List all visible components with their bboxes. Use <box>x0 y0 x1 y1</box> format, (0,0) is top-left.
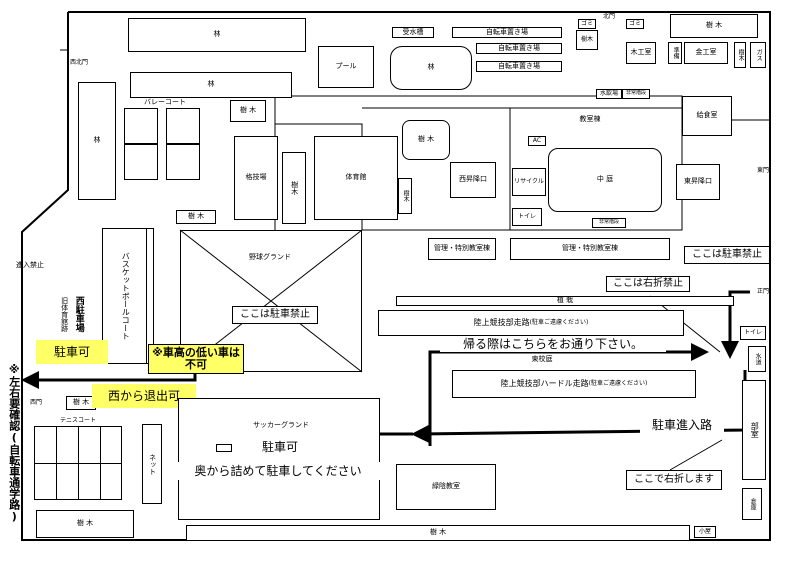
recycle: リサイクル <box>512 168 546 196</box>
ac-room: AC <box>528 136 546 146</box>
toilet: トイレ <box>512 208 542 226</box>
right-turn-here: ここで右折します <box>626 470 722 490</box>
bike-parking-3: 自転車置き場 <box>476 61 562 72</box>
left-side-note: ※左右要確認(自転車通学路) <box>7 363 21 523</box>
north-west-gate-label: 西北門 <box>69 58 88 66</box>
parking-marker <box>216 444 232 452</box>
hut: 小屋 <box>694 526 716 538</box>
volleyball-court-3 <box>166 108 200 144</box>
water-tank: 受水槽 <box>392 27 434 38</box>
waterworks: 水飲場 <box>596 89 622 99</box>
metalwork-room: 金工室 <box>684 42 728 64</box>
dojo: 格技場 <box>234 136 278 220</box>
trees-baseball: 樹 木 <box>176 210 216 224</box>
net: ネット <box>142 424 162 504</box>
trees-gym: 樹 木 <box>230 100 266 122</box>
east-gate-label: 東門 <box>756 166 769 174</box>
emergency-stairs-north: 非常階段 <box>622 89 650 99</box>
trees-east-small: 樹木 <box>734 42 746 68</box>
north-gate-label: 北門 <box>602 12 615 20</box>
baseball-ground <box>180 230 362 372</box>
volleyball-court-2 <box>124 144 158 180</box>
trees-south-west: 樹 木 <box>36 510 134 538</box>
trees-west: 樹 木 <box>66 396 96 410</box>
courtyard: 中 庭 <box>548 148 662 212</box>
baseball-label: 野球グランド <box>240 252 300 264</box>
trees-court: 樹 木 <box>402 120 450 160</box>
east-main-gate-label: 正門 <box>756 287 769 295</box>
trees-south: 樹 木 <box>186 525 690 541</box>
admin-building-2: 管理・特別教室棟 <box>510 238 670 260</box>
no-right-turn: ここは右折禁止 <box>606 276 690 292</box>
woodwork-room: 木工室 <box>626 42 656 64</box>
entry-route: 駐車進入路 <box>640 416 724 434</box>
track: 陸上競技部走路 (駐車ご遠慮ください) <box>378 310 684 336</box>
volleyball-court-4 <box>166 144 200 180</box>
west-gate-label: 西門 <box>29 398 42 406</box>
parking-ok-west: 駐車可 <box>36 340 108 364</box>
bike-parking-2: 自転車置き場 <box>476 43 562 54</box>
west-stairs: 西昇降口 <box>450 162 496 198</box>
trees-north-east: 樹 木 <box>670 14 758 38</box>
forest-left: 林 <box>78 82 116 200</box>
forest-upper: 林 <box>130 72 292 98</box>
old-gym-site: 旧体育館跡 <box>60 296 69 332</box>
storage: 倉庫 <box>742 488 762 520</box>
no-parking-east: ここは駐車禁止 <box>684 246 770 264</box>
hurdle-label: 陸上競技部ハードル走路 <box>500 378 589 388</box>
track-note: (駐車ご遠慮ください) <box>529 318 589 326</box>
waterworks-east: 水道 <box>748 346 766 372</box>
west-parking-label: 西駐車場 <box>73 296 84 332</box>
volleyball-label: バレーコート <box>144 98 186 107</box>
hurdle-track: 陸上競技部ハードル走路 (駐車ご遠慮ください) <box>452 370 696 398</box>
kitchen: 給食室 <box>682 96 732 136</box>
classroom-building: 教室棟 <box>579 115 601 124</box>
prep-room: 準備 <box>668 42 682 64</box>
pool-forest: 林 <box>390 46 472 90</box>
track-label: 陸上競技部走路 <box>473 317 530 327</box>
trees-north-small: 樹木 <box>576 30 598 50</box>
toilet-east: トイレ <box>740 326 766 340</box>
gymnasium: 体育館 <box>314 136 398 220</box>
return-route: 帰る際はこちらをお通り下さい。 <box>440 336 666 352</box>
forest-top: 林 <box>128 18 306 52</box>
trash-1: ゴミ <box>578 19 596 29</box>
volleyball-court-1 <box>124 108 158 144</box>
trees-gym-side: 樹木 <box>282 152 306 224</box>
green-room: 緑陰教室 <box>396 464 496 510</box>
east-stairs: 東昇降口 <box>676 164 720 200</box>
club-room: 部室 <box>742 380 766 480</box>
parking-ok-soccer: 駐車可 <box>261 439 298 454</box>
tennis-courts <box>34 426 122 500</box>
tennis-line <box>35 463 121 464</box>
pool: プール <box>318 46 374 88</box>
soccer-ground <box>178 398 380 520</box>
bike-parking-1: 自転車置き場 <box>452 27 562 38</box>
no-parking-baseball: ここは駐車禁止 <box>232 306 318 324</box>
admin-building-1: 管理・特別教室棟 <box>428 238 496 260</box>
tennis-label: テニスコート <box>59 416 96 424</box>
east-yard-label: 東校庭 <box>531 355 553 364</box>
gas: ガス <box>750 42 766 68</box>
no-entry-label: 進入禁止 <box>16 261 44 270</box>
hurdle-note: (駐車ご遠慮ください) <box>588 379 648 387</box>
trash-2: ゴミ <box>626 19 644 29</box>
trees-small-vertical: 樹木 <box>398 178 412 214</box>
basketball-court: バスケットボールコート <box>102 228 148 364</box>
low-car-warning: ※車高の低い車は不可 <box>148 344 244 374</box>
planting: 植 栽 <box>396 296 734 306</box>
soccer-label: サッカーグランド <box>253 421 309 430</box>
park-from-back: 奥から詰めて駐車してください <box>166 462 390 480</box>
emergency-stairs-south: 非常階段 <box>592 218 626 228</box>
